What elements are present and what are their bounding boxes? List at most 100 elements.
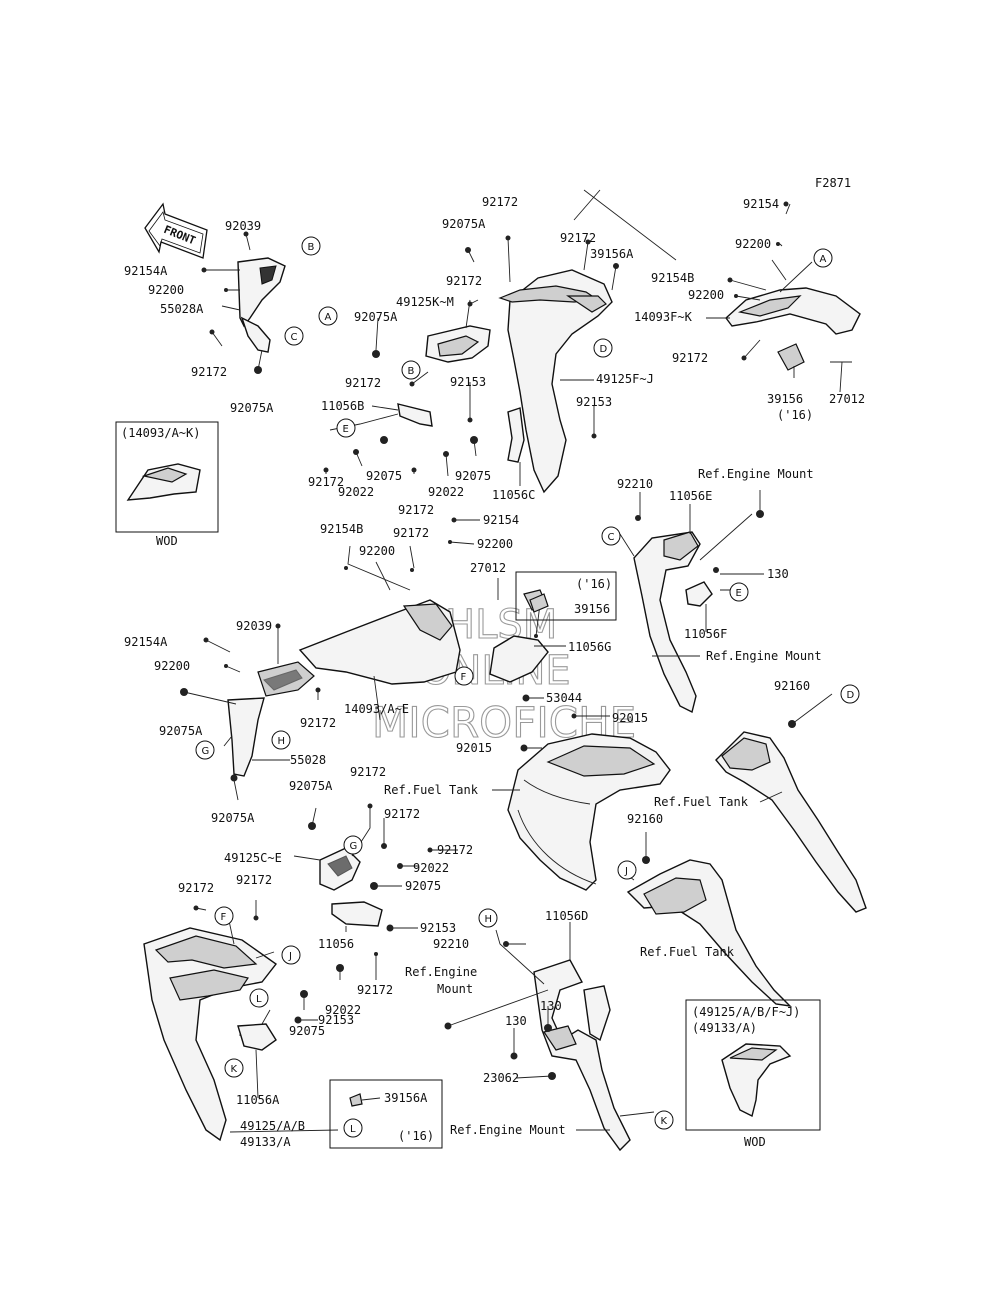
- callout-g-center: H: [478, 908, 498, 928]
- part-label: 92210: [617, 477, 653, 491]
- part-label: 92154B: [320, 522, 363, 536]
- part-label: 130: [767, 567, 789, 581]
- part-label: Ref.Engine Mount: [698, 467, 814, 481]
- svg-text:(49133/A): (49133/A): [692, 1021, 757, 1035]
- part-label: Ref.Fuel Tank: [654, 795, 749, 809]
- svg-text:39156A: 39156A: [384, 1091, 428, 1105]
- part-label: 92075A: [289, 779, 333, 793]
- part-label: 92160: [627, 812, 663, 826]
- part-label: Ref.Engine Mount: [706, 649, 822, 663]
- part-label: Ref.Fuel Tank: [384, 783, 479, 797]
- part-label: 92153: [318, 1013, 354, 1027]
- callout-k-left: K: [224, 1058, 244, 1078]
- part-label: 11056B: [321, 399, 364, 413]
- part-label: 92039: [225, 219, 261, 233]
- part-label: 39156A: [590, 247, 634, 261]
- part-label: 92200: [148, 283, 184, 297]
- callout-l-left: L: [249, 988, 269, 1008]
- svg-text:(14093/A~K): (14093/A~K): [121, 426, 200, 440]
- part-label: 92022: [338, 485, 374, 499]
- part-label: 11056E: [669, 489, 712, 503]
- svg-text:H: H: [278, 736, 286, 747]
- part-label: 11056A: [236, 1093, 280, 1107]
- part-label: 92075A: [211, 811, 255, 825]
- svg-text:K: K: [231, 1064, 238, 1075]
- part-label: 55028A: [160, 302, 204, 316]
- svg-text:WOD: WOD: [744, 1135, 766, 1149]
- callout-k-right: K: [654, 1110, 674, 1130]
- part-label: 92039: [236, 619, 272, 633]
- svg-text:WOD: WOD: [156, 534, 178, 548]
- callout-d-right: D: [840, 684, 860, 704]
- part-label: 92172: [345, 376, 381, 390]
- callout-b-top-left: B: [301, 236, 321, 256]
- part-label: 11056C: [492, 488, 535, 502]
- part-label: 49125F~J: [596, 372, 654, 386]
- part-label: Ref.Engine Mount: [450, 1123, 566, 1137]
- callout-a-top-left: A: [318, 306, 338, 326]
- callout-f-left: F: [214, 906, 234, 926]
- callout-c-top-left: C: [284, 326, 304, 346]
- callout-a-top-right: A: [813, 248, 833, 268]
- part-label: 92015: [456, 741, 492, 755]
- part-label: 92075: [455, 469, 491, 483]
- figure-code: F2871: [815, 176, 851, 190]
- part-label: 92075A: [442, 217, 486, 231]
- part-label: 92200: [154, 659, 190, 673]
- part-label: 11056: [318, 937, 354, 951]
- part-label: Ref.Engine: [405, 965, 477, 979]
- svg-text:(49125/A/B/F~J): (49125/A/B/F~J): [692, 1005, 800, 1019]
- callout-c-mid-right: C: [601, 526, 621, 546]
- svg-text:D: D: [847, 690, 855, 701]
- part-label: 27012: [470, 561, 506, 575]
- callout-j-right: J: [617, 860, 637, 880]
- part-label: 92200: [477, 537, 513, 551]
- part-label: 92153: [576, 395, 612, 409]
- svg-text:C: C: [608, 532, 615, 543]
- part-label: 92200: [735, 237, 771, 251]
- callout-b-center: B: [401, 360, 421, 380]
- callout-g-left: H: [271, 730, 291, 750]
- svg-text:A: A: [820, 254, 827, 265]
- part-label: 92200: [359, 544, 395, 558]
- part-label: 130: [505, 1014, 527, 1028]
- part-label: 92022: [325, 1003, 361, 1017]
- part-label: ('16): [777, 408, 813, 422]
- part-label: 92172: [672, 351, 708, 365]
- part-label: 92172: [446, 274, 482, 288]
- part-label: Mount: [437, 982, 473, 996]
- part-label: 11056D: [545, 909, 588, 923]
- part-label: 92153: [450, 375, 486, 389]
- part-label: 92172: [393, 526, 429, 540]
- part-label: 92172: [350, 765, 386, 779]
- inset-box-mid-right: ('16) 39156: [515, 571, 617, 621]
- svg-text:C: C: [291, 332, 298, 343]
- part-label: 92154B: [651, 271, 694, 285]
- inset-box-bottom-mid: 39156A ('16): [329, 1079, 443, 1149]
- part-label: 49125/A/B: [240, 1119, 305, 1133]
- part-label: 14093F~K: [634, 310, 693, 324]
- svg-text:J: J: [624, 866, 628, 877]
- part-label: 92154A: [124, 635, 168, 649]
- part-label: 92022: [428, 485, 464, 499]
- part-label: 92075: [289, 1024, 325, 1038]
- part-label: 92022: [413, 861, 449, 875]
- part-label: 92172: [437, 843, 473, 857]
- part-label: 14093/A~E: [344, 702, 409, 716]
- svg-text:F: F: [221, 912, 227, 923]
- callout-d-center: D: [593, 338, 613, 358]
- svg-text:39156: 39156: [574, 602, 610, 616]
- callout-f-center: F: [454, 666, 474, 686]
- part-label: 92154: [483, 513, 519, 527]
- part-label: 11056G: [568, 640, 611, 654]
- part-label: 53044: [546, 691, 582, 705]
- part-label: 92075: [405, 879, 441, 893]
- callout-j-left: J: [281, 945, 301, 965]
- callout-e-center: E: [336, 418, 356, 438]
- part-label: 92172: [178, 881, 214, 895]
- part-label: 92172: [300, 716, 336, 730]
- part-labels: 92039 92154A 92200 55028A 92172 92075A 9…: [124, 195, 865, 1149]
- part-label: 92160: [774, 679, 810, 693]
- part-label: 92172: [384, 807, 420, 821]
- callout-letters: A B C B D E A C E F G H D G J F J H L K …: [195, 236, 860, 1138]
